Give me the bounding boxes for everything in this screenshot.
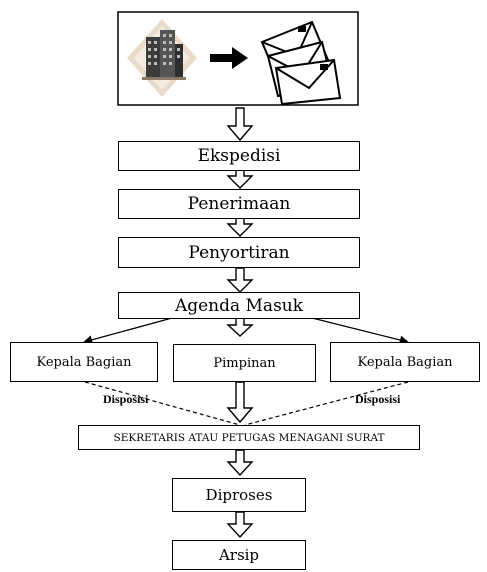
step-ekspedisi: Ekspedisi (118, 141, 360, 171)
pimpinan-label: Pimpinan (213, 355, 276, 371)
step-diproses: Diproses (172, 478, 306, 512)
step-penerimaan: Penerimaan (118, 189, 360, 219)
down-arrow (226, 267, 254, 293)
step-penyortiran: Penyortiran (118, 237, 360, 268)
arrow-to-kepala-right (311, 317, 409, 345)
down-arrow (226, 217, 254, 237)
down-arrow (226, 449, 254, 477)
disposisi-line-right (244, 381, 409, 426)
kepala-bagian-left-label: Kepala Bagian (36, 354, 132, 370)
right-arrow-icon (210, 47, 248, 69)
arrow-to-kepala-left (83, 317, 173, 345)
disposisi-line-left (84, 381, 241, 426)
disposisi-label-right: Disposisi (355, 392, 401, 406)
step-sekretaris: SEKRETARIS ATAU PETUGAS MENAGANI SURAT (78, 425, 420, 450)
step-kepala-bagian-right: Kepala Bagian (330, 342, 480, 382)
step-ekspedisi-label: Ekspedisi (197, 146, 281, 166)
diproses-label: Diproses (205, 486, 273, 504)
down-arrow (226, 381, 254, 424)
step-penyortiran-label: Penyortiran (188, 242, 290, 263)
disposisi-label-left: Disposisi (103, 392, 149, 406)
step-penerimaan-label: Penerimaan (187, 194, 291, 214)
down-arrow (226, 107, 254, 142)
down-arrow (226, 169, 254, 189)
arsip-label: Arsip (218, 546, 260, 564)
sekretaris-label: SEKRETARIS ATAU PETUGAS MENAGANI SURAT (113, 431, 385, 444)
office-building-icon (127, 19, 197, 97)
step-arsip: Arsip (172, 540, 306, 570)
down-arrow (226, 317, 254, 337)
kepala-bagian-right-label: Kepala Bagian (357, 354, 453, 370)
step-agenda-masuk-label: Agenda Masuk (174, 295, 304, 316)
step-agenda-masuk: Agenda Masuk (118, 292, 360, 319)
envelopes-icon (260, 20, 342, 106)
down-arrow (226, 511, 254, 539)
step-pimpinan: Pimpinan (173, 344, 316, 382)
step-kepala-bagian-left: Kepala Bagian (10, 342, 158, 382)
